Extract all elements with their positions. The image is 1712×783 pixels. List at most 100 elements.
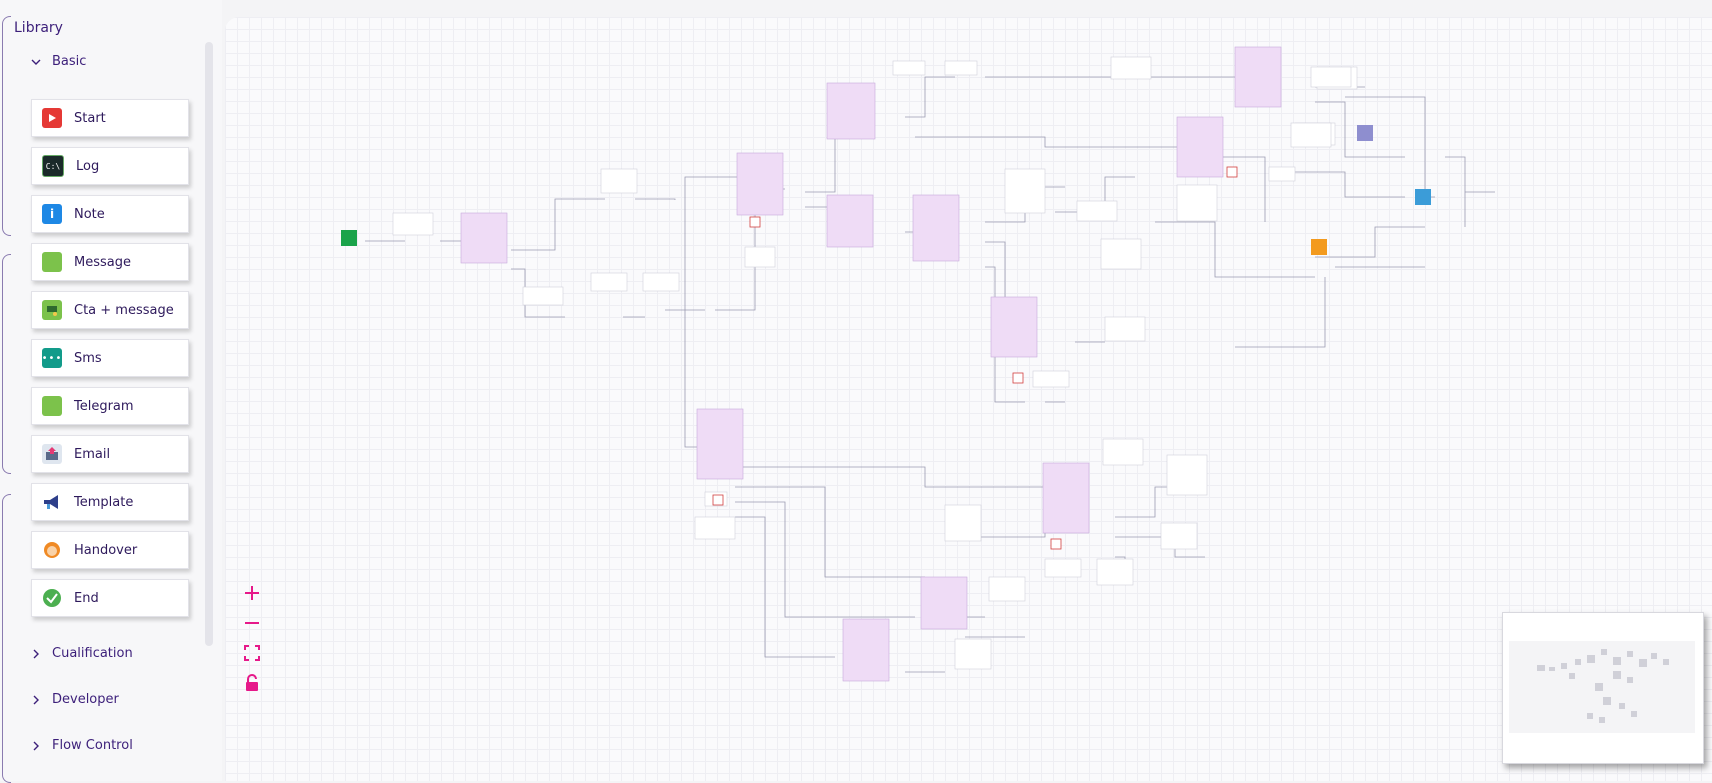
end-node xyxy=(1415,189,1431,205)
item-label: End xyxy=(74,590,99,606)
library-title: Library xyxy=(14,20,63,36)
library-item-telegram[interactable]: Telegram xyxy=(31,387,189,425)
message-nodes xyxy=(392,56,1358,670)
library-item-message[interactable]: Message xyxy=(31,243,189,281)
flow-node xyxy=(944,504,982,542)
flow-node xyxy=(826,194,874,248)
section-flow-control[interactable]: Flow Control xyxy=(30,738,133,753)
flow-node xyxy=(1176,116,1224,178)
section-developer[interactable]: Developer xyxy=(30,692,119,707)
info-icon: i xyxy=(42,204,62,224)
zoom-out-button[interactable] xyxy=(235,607,269,639)
item-label: Telegram xyxy=(74,398,134,414)
chevron-right-icon xyxy=(33,695,39,704)
email-icon xyxy=(42,444,62,464)
flow-diagram xyxy=(341,46,1495,682)
question-nodes xyxy=(460,46,1282,682)
flow-node xyxy=(920,576,968,630)
flow-node xyxy=(1104,316,1146,342)
flow-node xyxy=(1032,370,1070,388)
chevron-right-icon xyxy=(33,649,39,658)
library-item-start[interactable]: Start xyxy=(31,99,189,137)
flow-node xyxy=(600,168,638,194)
flow-node xyxy=(954,638,992,670)
flow-node xyxy=(522,286,564,306)
terminal-icon: C:\ xyxy=(42,155,64,177)
zoom-in-button[interactable] xyxy=(235,577,269,609)
plus-icon xyxy=(245,586,259,600)
chevron-right-icon xyxy=(33,741,39,750)
flow-node xyxy=(392,212,434,236)
play-icon xyxy=(42,108,62,128)
flow-node xyxy=(1160,522,1198,550)
item-label: Log xyxy=(76,158,100,174)
flow-node xyxy=(1234,46,1282,108)
item-label: Handover xyxy=(74,542,138,558)
telegram-icon xyxy=(42,396,62,416)
flow-node xyxy=(1290,122,1332,148)
flow-node xyxy=(1076,200,1118,222)
library-item-cta-message[interactable]: Cta + message xyxy=(31,291,189,329)
fit-view-button[interactable] xyxy=(235,637,269,669)
library-item-sms[interactable]: ••• Sms xyxy=(31,339,189,377)
library-sidebar: Library Basic Start C:\ Log i Note Messa… xyxy=(0,0,222,783)
flow-node xyxy=(892,60,926,76)
check-badge-icon xyxy=(42,588,62,608)
library-scrollbar[interactable] xyxy=(205,42,213,646)
lock-icon xyxy=(246,674,258,691)
flow-node xyxy=(744,246,776,268)
flow-node xyxy=(460,212,508,264)
minus-icon xyxy=(245,622,259,624)
library-item-log[interactable]: C:\ Log xyxy=(31,147,189,185)
library-item-email[interactable]: Email xyxy=(31,435,189,473)
section-label: Basic xyxy=(52,54,87,69)
flow-node xyxy=(1042,462,1090,534)
message-icon xyxy=(42,252,62,272)
flow-node xyxy=(1310,66,1352,88)
flow-node xyxy=(642,272,680,292)
flow-node xyxy=(1110,56,1152,80)
item-label: Start xyxy=(74,110,106,126)
flow-node xyxy=(1096,558,1134,586)
start-node xyxy=(341,230,357,246)
flow-node xyxy=(736,152,784,216)
group-bracket xyxy=(2,254,11,474)
flow-node xyxy=(988,576,1026,602)
flow-node xyxy=(1166,454,1208,496)
item-label: Cta + message xyxy=(74,302,174,318)
section-label: Flow Control xyxy=(52,738,133,753)
section-basic[interactable]: Basic xyxy=(30,54,86,69)
megaphone-icon xyxy=(42,492,62,512)
library-item-handover[interactable]: Handover xyxy=(31,531,189,569)
section-label: Cualification xyxy=(52,646,133,661)
flow-node xyxy=(1100,238,1142,270)
item-label: Sms xyxy=(74,350,102,366)
minimap-view xyxy=(1509,641,1695,733)
flow-node xyxy=(1102,438,1144,466)
section-cualification[interactable]: Cualification xyxy=(30,646,133,661)
item-label: Message xyxy=(74,254,131,270)
library-item-end[interactable]: End xyxy=(31,579,189,617)
agent-avatar-icon xyxy=(42,540,62,560)
chevron-down-icon xyxy=(31,59,41,65)
library-item-note[interactable]: i Note xyxy=(31,195,189,233)
warning-node xyxy=(1311,239,1327,255)
flow-node xyxy=(1176,184,1218,222)
minimap[interactable] xyxy=(1502,612,1704,764)
fit-screen-icon xyxy=(244,645,260,661)
flow-node xyxy=(944,60,978,76)
library-item-template[interactable]: Template xyxy=(31,483,189,521)
flow-node xyxy=(912,194,960,262)
item-label: Email xyxy=(74,446,111,462)
flow-node xyxy=(694,516,736,540)
item-label: Note xyxy=(74,206,105,222)
condition-nodes xyxy=(712,166,1238,550)
handover-node xyxy=(1357,125,1373,141)
group-bracket xyxy=(2,16,11,236)
lock-button[interactable] xyxy=(235,667,269,699)
flow-canvas[interactable] xyxy=(225,17,1712,781)
flow-node xyxy=(1044,558,1082,578)
group-bracket xyxy=(2,494,11,783)
flow-node xyxy=(696,408,744,480)
flow-node xyxy=(842,618,890,682)
